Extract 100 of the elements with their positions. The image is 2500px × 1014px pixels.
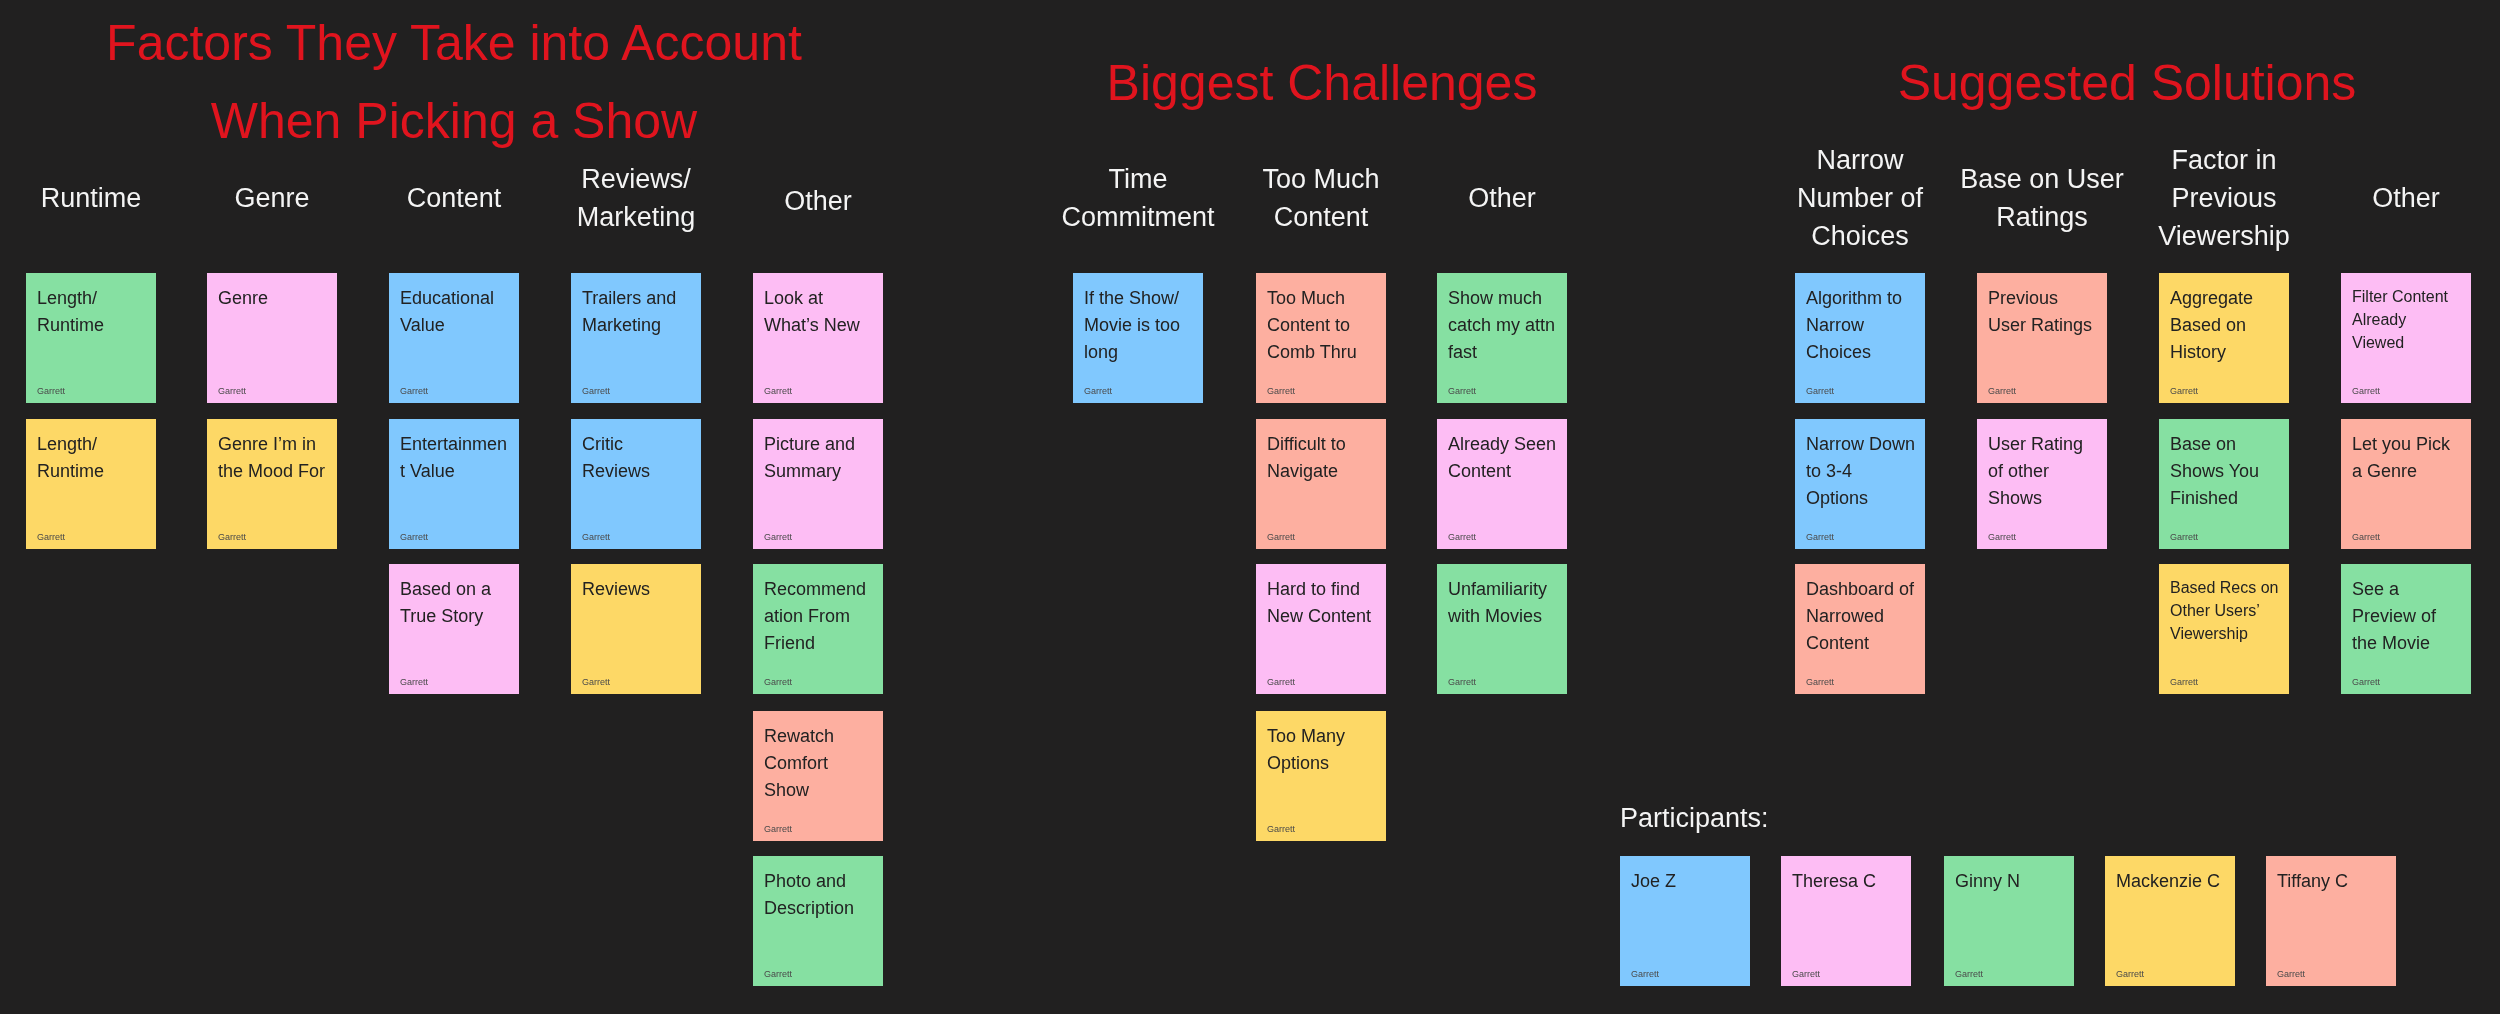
sticky-note bbox=[1256, 564, 1386, 694]
author-name: Garrett bbox=[764, 824, 792, 834]
note-text: Theresa C bbox=[1792, 870, 1878, 893]
sticky-note bbox=[753, 564, 883, 694]
sticky-note bbox=[1944, 856, 2074, 986]
author-name: Garrett bbox=[764, 677, 792, 687]
sticky-note bbox=[1620, 856, 1750, 986]
author-name: Garrett bbox=[1448, 386, 1476, 396]
note-text: Hard to find New Content bbox=[1267, 578, 1373, 628]
column-heading: Genre bbox=[233, 182, 311, 215]
note-text: Let you Pick a Genre bbox=[2352, 433, 2452, 483]
note-text: If the Show/ Movie is too long bbox=[1084, 287, 1182, 364]
author-name: Garrett bbox=[1267, 824, 1295, 834]
column-heading: Other bbox=[1467, 182, 1537, 215]
sticky-note bbox=[2266, 856, 2396, 986]
sticky-note bbox=[1437, 564, 1567, 694]
author-name: Garrett bbox=[400, 386, 428, 396]
note-text: See a Preview of the Movie bbox=[2352, 578, 2438, 655]
author-name: Garrett bbox=[1955, 969, 1983, 979]
note-text: Already Seen Content bbox=[1448, 433, 1558, 483]
column-heading: Other bbox=[783, 185, 853, 218]
note-text: Algorithm to Narrow Choices bbox=[1806, 287, 1904, 364]
sticky-note bbox=[1795, 564, 1925, 694]
author-name: Garrett bbox=[400, 677, 428, 687]
section-title: Suggested Solutions bbox=[1896, 54, 2358, 113]
sticky-note bbox=[753, 856, 883, 986]
sticky-note bbox=[571, 419, 701, 549]
note-text: Ginny N bbox=[1955, 870, 2022, 893]
author-name: Garrett bbox=[2170, 677, 2198, 687]
sticky-note bbox=[1977, 273, 2107, 403]
column-heading: Other bbox=[2371, 182, 2441, 215]
note-text: Mackenzie C bbox=[2116, 870, 2222, 893]
author-name: Garrett bbox=[2116, 969, 2144, 979]
sticky-note bbox=[207, 419, 337, 549]
author-name: Garrett bbox=[1267, 532, 1295, 542]
author-name: Garrett bbox=[218, 386, 246, 396]
note-text: Base on Shows You Finished bbox=[2170, 433, 2261, 510]
sticky-note bbox=[1256, 711, 1386, 841]
note-text: Genre I’m in the Mood For bbox=[218, 433, 327, 483]
note-text: Aggregate Based on History bbox=[2170, 287, 2255, 364]
author-name: Garrett bbox=[582, 386, 610, 396]
sticky-note bbox=[2341, 273, 2471, 403]
note-text: Length/ Runtime bbox=[37, 287, 106, 337]
note-text: User Rating of other Shows bbox=[1988, 433, 2085, 510]
author-name: Garrett bbox=[400, 532, 428, 542]
section-heading: Participants: bbox=[1620, 802, 1769, 835]
sticky-note bbox=[753, 419, 883, 549]
author-name: Garrett bbox=[2170, 386, 2198, 396]
sticky-note bbox=[1437, 273, 1567, 403]
author-name: Garrett bbox=[37, 386, 65, 396]
author-name: Garrett bbox=[2352, 386, 2380, 396]
note-text: Too Many Options bbox=[1267, 725, 1347, 775]
column-heading: Time Commitment bbox=[1060, 163, 1216, 234]
sticky-note bbox=[571, 273, 701, 403]
sticky-note bbox=[2105, 856, 2235, 986]
note-text: Dashboard of Narrowed Content bbox=[1806, 578, 1916, 655]
author-name: Garrett bbox=[582, 532, 610, 542]
column-heading: Too Much Content bbox=[1261, 163, 1381, 234]
note-text: Recommendation From Friend bbox=[764, 578, 868, 655]
note-text: Entertainment Value bbox=[400, 433, 509, 483]
author-name: Garrett bbox=[1806, 386, 1834, 396]
column-heading: Reviews/ Marketing bbox=[575, 163, 697, 234]
column-heading: Runtime bbox=[39, 182, 143, 215]
note-text: Narrow Down to 3-4 Options bbox=[1806, 433, 1916, 510]
note-text: Rewatch Comfort Show bbox=[764, 725, 836, 802]
sticky-note bbox=[2341, 419, 2471, 549]
note-text: Educational Value bbox=[400, 287, 496, 337]
sticky-note bbox=[1073, 273, 1203, 403]
sticky-note bbox=[1256, 419, 1386, 549]
author-name: Garrett bbox=[2277, 969, 2305, 979]
author-name: Garrett bbox=[764, 532, 792, 542]
author-name: Garrett bbox=[1448, 677, 1476, 687]
sticky-note bbox=[2159, 419, 2289, 549]
author-name: Garrett bbox=[1806, 677, 1834, 687]
note-text: Based Recs on Other Users’ Viewership bbox=[2170, 578, 2280, 644]
author-name: Garrett bbox=[582, 677, 610, 687]
column-heading: Content bbox=[405, 182, 503, 215]
sticky-note bbox=[753, 711, 883, 841]
note-text: Picture and Summary bbox=[764, 433, 857, 483]
sticky-note bbox=[389, 419, 519, 549]
note-text: Trailers and Marketing bbox=[582, 287, 678, 337]
note-text: Previous User Ratings bbox=[1988, 287, 2094, 337]
author-name: Garrett bbox=[764, 969, 792, 979]
column-heading: Narrow Number of Choices bbox=[1795, 144, 1925, 253]
note-text: Genre bbox=[218, 287, 270, 310]
sticky-note bbox=[1795, 419, 1925, 549]
note-text: Look at What’s New bbox=[764, 287, 861, 337]
author-name: Garrett bbox=[764, 386, 792, 396]
section-title: Factors They Take into Account When Picking a Show bbox=[105, 14, 803, 151]
sticky-note bbox=[1437, 419, 1567, 549]
author-name: Garrett bbox=[2170, 532, 2198, 542]
author-name: Garrett bbox=[1988, 386, 2016, 396]
column-heading: Factor in Previous Viewership bbox=[2157, 144, 2291, 253]
sticky-note bbox=[389, 273, 519, 403]
author-name: Garrett bbox=[218, 532, 246, 542]
author-name: Garrett bbox=[1267, 677, 1295, 687]
note-text: Photo and Description bbox=[764, 870, 856, 920]
sticky-note bbox=[2159, 273, 2289, 403]
note-text: Show much catch my attn fast bbox=[1448, 287, 1557, 364]
note-text: Tiffany C bbox=[2277, 870, 2350, 893]
